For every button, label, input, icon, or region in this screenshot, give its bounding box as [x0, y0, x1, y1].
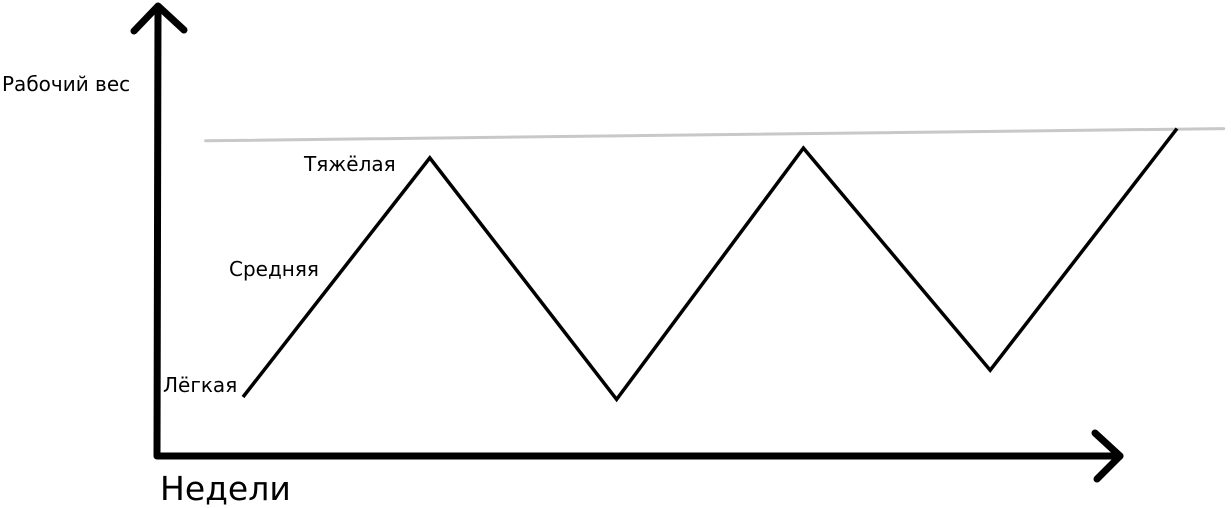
training-load-line	[241, 127, 1179, 403]
level-label-medium: Средняя	[229, 257, 319, 281]
y-axis-label: Рабочий вес	[2, 72, 131, 96]
y-axis-arrowhead	[130, 2, 188, 35]
max-weight-reference-line	[204, 127, 1226, 143]
x-axis	[153, 429, 1124, 483]
level-label-light: Лёгкая	[163, 373, 238, 397]
x-axis-arrowhead	[1091, 429, 1124, 483]
x-axis-label: Недели	[160, 469, 291, 508]
level-label-heavy: Тяжёлая	[304, 152, 396, 176]
y-axis-line	[153, 4, 162, 459]
y-axis	[130, 2, 188, 459]
